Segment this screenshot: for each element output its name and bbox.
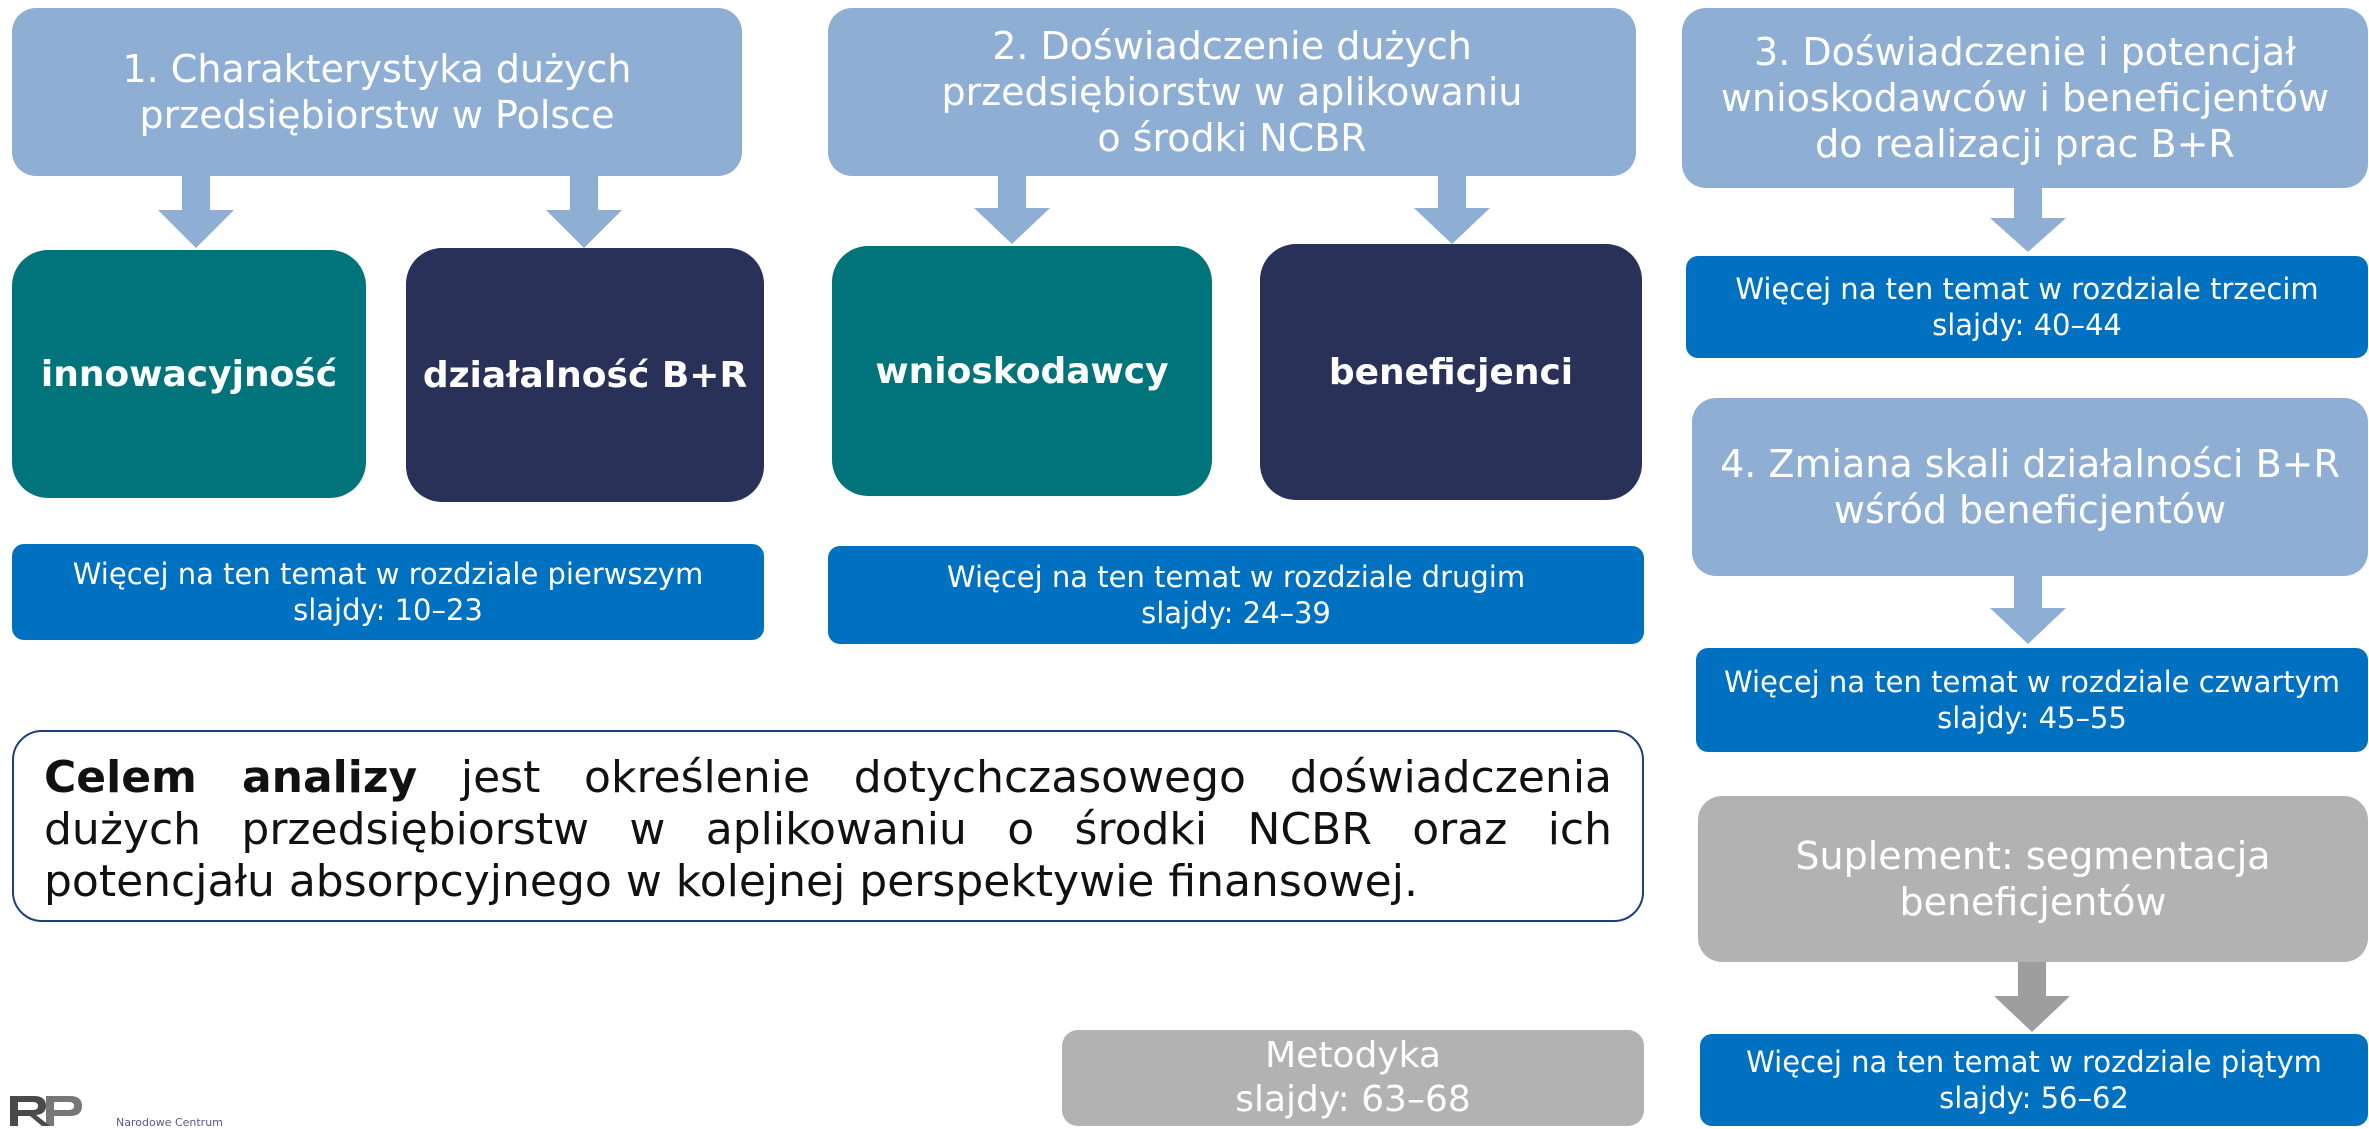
section2-header: 2. Doświadczenie dużych przedsiębiorstw …	[828, 8, 1636, 176]
section4-title-line1: 4. Zmiana skali działalności B+R	[1720, 442, 2340, 486]
supplement-title-line1: Suplement: segmentacja	[1795, 834, 2271, 878]
ncbr-logo-icon	[10, 1096, 82, 1126]
section1-more-line2: slajdy: 10–23	[293, 593, 483, 627]
section2-title-line3: o środki NCBR	[1097, 116, 1367, 160]
methodology-box: Metodyka slajdy: 63–68	[1062, 1030, 1644, 1126]
section4-more-line1: Więcej na ten temat w rozdziale czwartym	[1723, 665, 2341, 699]
section1-more-box: Więcej na ten temat w rozdziale pierwszy…	[12, 544, 764, 640]
innovation-box: innowacyjność	[12, 250, 366, 498]
applicants-label: wnioskodawcy	[875, 350, 1169, 392]
section2-more-line2: slajdy: 24–39	[1141, 596, 1331, 630]
logo-text: Narodowe Centrum	[116, 1116, 223, 1129]
section1-title-line1: 1. Charakterystyka dużych	[122, 47, 632, 91]
section1-title-line2: przedsiębiorstw w Polsce	[139, 93, 615, 137]
rd-activity-label: działalność B+R	[422, 354, 748, 396]
supplement-arrow	[1994, 962, 2070, 1032]
section2-arrow-right	[1414, 176, 1490, 244]
section4-more-box: Więcej na ten temat w rozdziale czwartym…	[1696, 648, 2368, 752]
section2-title-line1: 2. Doświadczenie dużych	[992, 24, 1472, 68]
analysis-goal-text: jest określenie dotychczasowego doświadc…	[44, 752, 1612, 907]
section3-title-line1: 3. Doświadczenie i potencjał	[1754, 30, 2296, 74]
section3-more-line1: Więcej na ten temat w rozdziale trzecim	[1735, 272, 2319, 306]
section3-more-line2: slajdy: 40–44	[1932, 308, 2122, 342]
methodology-line2: slajdy: 63–68	[1235, 1079, 1471, 1120]
analysis-goal-box: Celem analizy jest określenie dotychczas…	[12, 730, 1644, 922]
section4-header: 4. Zmiana skali działalności B+R wśród b…	[1692, 398, 2368, 576]
rd-activity-box: działalność B+R	[406, 248, 764, 502]
section2-arrow-left	[974, 176, 1050, 244]
analysis-goal-bold: Celem analizy	[44, 752, 418, 803]
supplement-header: Suplement: segmentacja beneficjentów	[1698, 796, 2368, 962]
supplement-title-line2: beneficjentów	[1899, 880, 2167, 924]
section1-arrow-left	[158, 176, 234, 248]
section1-header: 1. Charakterystyka dużych przedsiębiorst…	[12, 8, 742, 176]
section2-title-line2: przedsiębiorstw w aplikowaniu	[941, 70, 1523, 114]
supplement-more-line1: Więcej na ten temat w rozdziale piątym	[1746, 1045, 2322, 1079]
section3-header: 3. Doświadczenie i potencjał wnioskodawc…	[1682, 8, 2368, 188]
innovation-label: innowacyjność	[40, 353, 338, 395]
section2-more-box: Więcej na ten temat w rozdziale drugim s…	[828, 546, 1644, 644]
supplement-more-box: Więcej na ten temat w rozdziale piątym s…	[1700, 1034, 2368, 1126]
section3-more-box: Więcej na ten temat w rozdziale trzecim …	[1686, 256, 2368, 358]
section4-arrow	[1990, 576, 2066, 644]
section1-more-line1: Więcej na ten temat w rozdziale pierwszy…	[72, 557, 704, 591]
beneficiaries-label: beneficjenci	[1328, 351, 1574, 393]
supplement-more-line2: slajdy: 56–62	[1939, 1081, 2129, 1115]
section4-title-line2: wśród beneficjentów	[1833, 488, 2227, 532]
section2-more-line1: Więcej na ten temat w rozdziale drugim	[946, 560, 1526, 594]
methodology-line1: Metodyka	[1265, 1035, 1441, 1076]
section1-arrow-right	[546, 176, 622, 248]
beneficiaries-box: beneficjenci	[1260, 244, 1642, 500]
section4-more-line2: slajdy: 45–55	[1937, 701, 2127, 735]
applicants-box: wnioskodawcy	[832, 246, 1212, 496]
section3-title-line3: do realizacji prac B+R	[1815, 122, 2235, 166]
section3-title-line2: wnioskodawców i beneficjentów	[1720, 76, 2330, 120]
section3-arrow	[1990, 188, 2066, 252]
